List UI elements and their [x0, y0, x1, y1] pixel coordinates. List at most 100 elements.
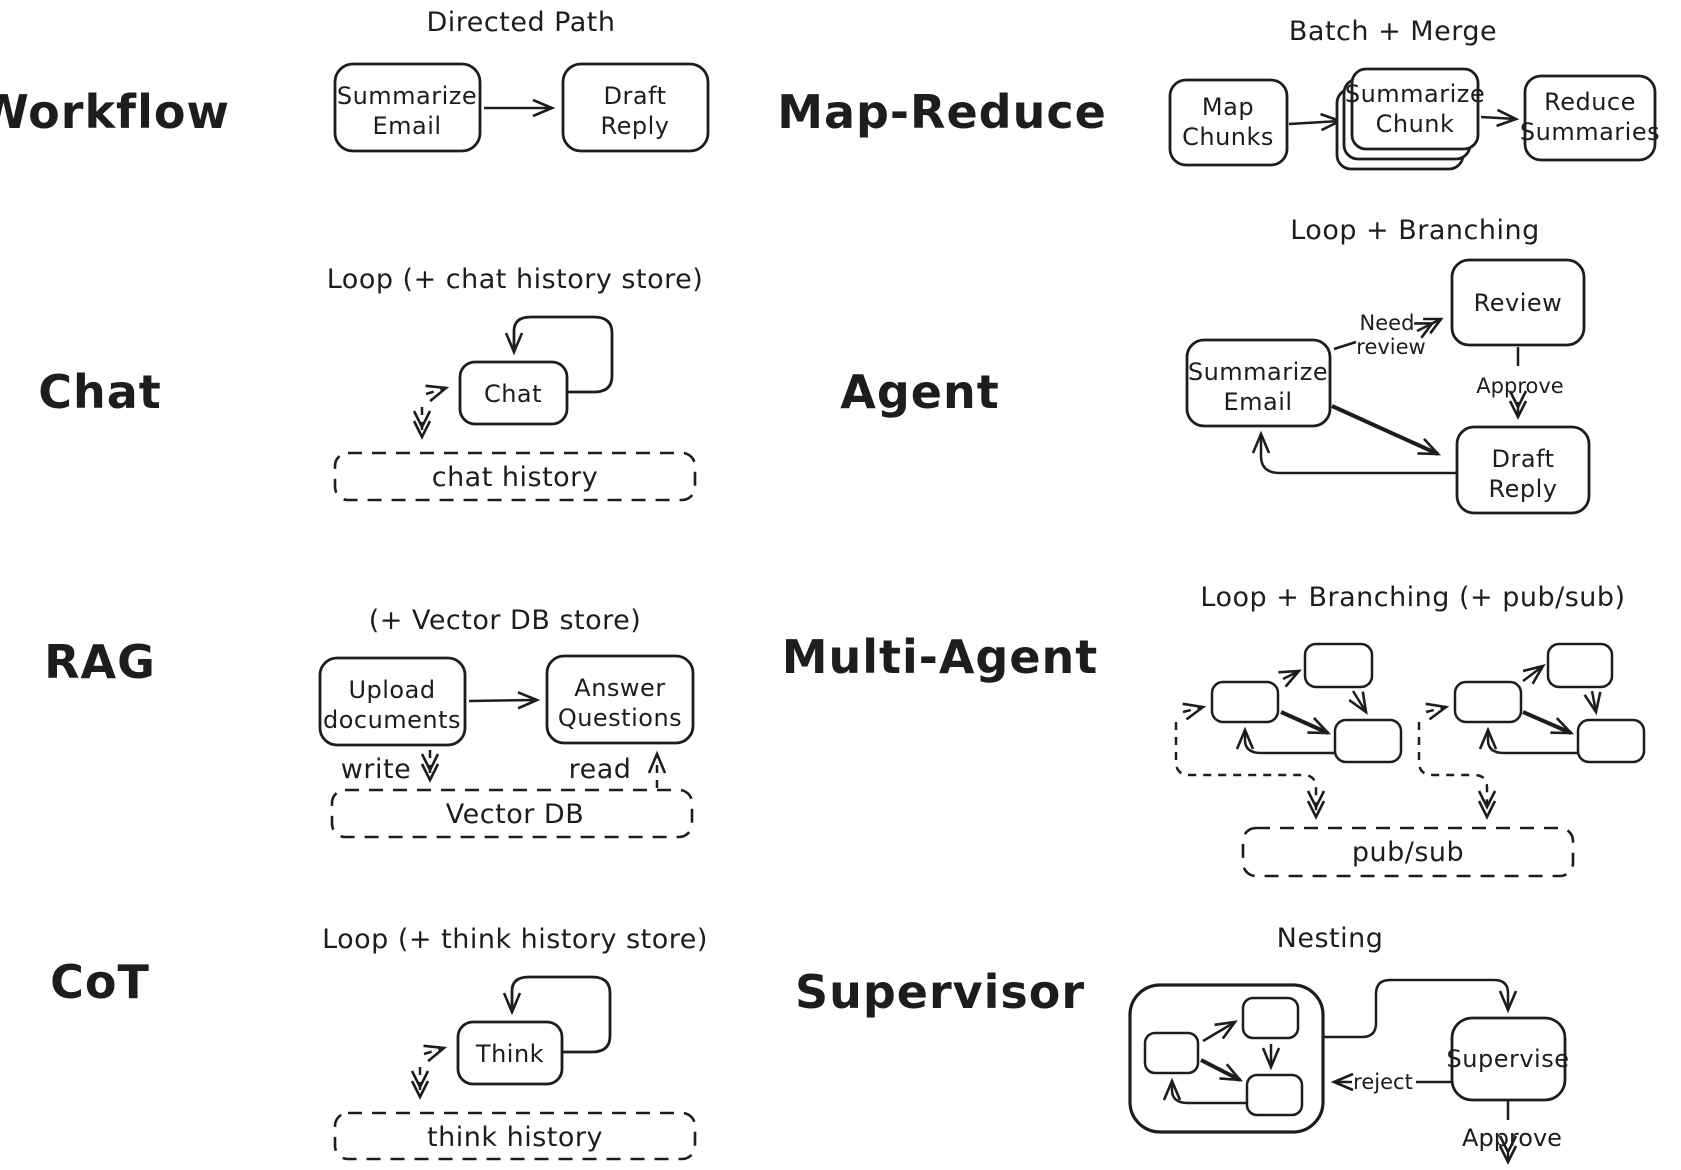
- supervisor-reject-label: reject: [1353, 1070, 1413, 1094]
- supervisor-inner-arrow-ac: [1200, 1058, 1243, 1082]
- agent-return-arrow: [1251, 430, 1457, 475]
- supervisor-inner-node-c: [1245, 1073, 1304, 1117]
- supervisor-title: Nesting: [1277, 923, 1384, 954]
- multi-agent-title: Loop + Branching (+ pub/sub): [1200, 582, 1625, 613]
- rag-label: RAG: [44, 635, 156, 689]
- agent-approve-label: Approve: [1476, 374, 1563, 398]
- multi-agent-cluster1-entry-arrow: [1182, 702, 1207, 721]
- supervisor-inner-arrow-ab: [1202, 1020, 1238, 1043]
- chat-self-loop: [504, 315, 614, 394]
- rag-answer-line1: Answer: [574, 674, 665, 702]
- rag-upload-line2: documents: [323, 706, 461, 734]
- section-supervisor: Supervisor Nesting Supervise reject Appr…: [795, 923, 1570, 1165]
- multi-agent-pubsub-label: pub/sub: [1352, 837, 1464, 868]
- workflow-node-summarize-email: [333, 62, 482, 153]
- map-reduce-arrow-1: [1288, 112, 1344, 132]
- map-reduce-node-summarize-chunk: [1350, 67, 1480, 151]
- section-agent: Agent Loop + Branching Review Summarize …: [840, 215, 1591, 515]
- reduce-summaries-line2: Summaries: [1520, 118, 1660, 146]
- multi-agent-cluster1-arrow-bc: [1348, 690, 1368, 715]
- multi-agent-cluster1-node-b: [1303, 642, 1374, 689]
- cot-self-loop: [502, 975, 612, 1054]
- agent-need-label-line2: review: [1356, 335, 1425, 359]
- rag-vector-db-label: Vector DB: [446, 799, 584, 830]
- map-reduce-label: Map-Reduce: [777, 85, 1107, 139]
- supervisor-supervise-label: Supervise: [1447, 1045, 1570, 1073]
- section-rag: RAG (+ Vector DB store) Upload documents…: [44, 605, 695, 839]
- agent-need-review-dash: [1333, 340, 1357, 351]
- cot-label: CoT: [50, 955, 150, 1009]
- multi-agent-cluster2-arrow-ab: [1522, 663, 1546, 685]
- rag-upload-line1: Upload: [348, 676, 435, 704]
- rag-main-arrow: [468, 691, 541, 710]
- rag-write-label: write: [341, 754, 411, 785]
- multi-agent-cluster2-return-arrow: [1478, 726, 1579, 755]
- rag-read-label: read: [569, 754, 632, 785]
- agent-title: Loop + Branching: [1290, 215, 1540, 246]
- multi-agent-pubsub-store: [1241, 826, 1575, 878]
- multi-agent-cluster1-pub-arrow: [1174, 722, 1326, 820]
- chat-node-label: Chat: [484, 380, 542, 408]
- multi-agent-cluster1-node-a: [1210, 680, 1280, 724]
- multi-agent-cluster1-node-c: [1333, 718, 1403, 764]
- supervisor-inner-node-b: [1241, 996, 1300, 1040]
- section-cot: CoT Loop (+ think history store) Think t…: [50, 924, 708, 1161]
- cot-think-history-label: think history: [427, 1122, 603, 1153]
- workflow-node-draft-reply: [561, 62, 710, 153]
- agent-review-label: Review: [1474, 289, 1563, 317]
- chat-entry-arrow: [425, 384, 450, 403]
- rag-node-upload: [318, 656, 467, 747]
- multi-agent-cluster2-node-b: [1546, 642, 1614, 689]
- rag-node-answer: [545, 654, 695, 745]
- workflow-summarize-line2: Email: [372, 112, 441, 140]
- workflow-title: Directed Path: [427, 7, 616, 38]
- summarize-chunk-line1: Summarize: [1345, 80, 1485, 108]
- map-reduce-title: Batch + Merge: [1289, 16, 1497, 47]
- cot-node-label: Think: [475, 1040, 544, 1068]
- agent-node-review: [1450, 258, 1586, 347]
- multi-agent-cluster1-arrow-ac: [1280, 710, 1332, 735]
- multi-agent-cluster1-arrow-ab: [1278, 669, 1302, 688]
- map-reduce-node-reduce-summaries: [1523, 74, 1657, 162]
- supervisor-nest-link-arrow: [1323, 978, 1518, 1039]
- rag-vector-db-store: [330, 788, 694, 839]
- cot-think-history-store: [333, 1111, 697, 1161]
- agent-summarize-line1: Summarize: [1188, 358, 1328, 386]
- multi-agent-cluster2-arrow-bc: [1583, 690, 1602, 716]
- chat-label: Chat: [38, 365, 162, 419]
- multi-agent-cluster2-pub-arrow: [1417, 722, 1497, 820]
- rag-title: (+ Vector DB store): [369, 605, 642, 636]
- section-chat: Chat Loop (+ chat history store) Chat ch…: [38, 264, 703, 502]
- supervisor-inner-node-a: [1143, 1031, 1200, 1075]
- workflow-draft-line2: Reply: [601, 112, 670, 140]
- cot-title: Loop (+ think history store): [322, 924, 708, 955]
- agent-label: Agent: [840, 365, 999, 419]
- workflow-draft-line1: Draft: [604, 82, 667, 110]
- map-reduce-node-map-chunks: [1168, 78, 1289, 167]
- workflow-label: Workflow: [0, 85, 230, 139]
- summarize-chunk-line2: Chunk: [1376, 110, 1455, 138]
- agent-need-review-arrow: [1414, 317, 1444, 339]
- agent-node-summarize-email: [1185, 338, 1332, 428]
- rag-answer-line2: Questions: [558, 704, 682, 732]
- agent-node-draft-reply: [1455, 425, 1591, 515]
- multi-agent-cluster2-node-a: [1453, 680, 1523, 724]
- section-multi-agent: Multi-Agent Loop + Branching (+ pub/sub)…: [782, 582, 1646, 878]
- multi-agent-cluster1-return-arrow: [1235, 726, 1336, 755]
- reduce-summaries-line1: Reduce: [1544, 88, 1636, 116]
- map-reduce-arrow-2: [1480, 108, 1520, 128]
- agent-draft-line2: Reply: [1489, 475, 1558, 503]
- cot-entry-arrow: [423, 1044, 448, 1063]
- supervisor-label: Supervisor: [795, 965, 1085, 1019]
- agent-summarize-line2: Email: [1223, 388, 1292, 416]
- multi-agent-cluster2-entry-arrow: [1425, 702, 1450, 721]
- supervisor-inner-return-arrow: [1162, 1077, 1247, 1105]
- multi-agent-cluster2-node-c: [1576, 718, 1646, 764]
- multi-agent-label: Multi-Agent: [782, 630, 1099, 684]
- chat-history-label: chat history: [432, 462, 599, 493]
- map-chunks-line2: Chunks: [1182, 123, 1274, 151]
- agent-draft-line1: Draft: [1492, 445, 1555, 473]
- multi-agent-cluster2-arrow-ac: [1522, 710, 1575, 735]
